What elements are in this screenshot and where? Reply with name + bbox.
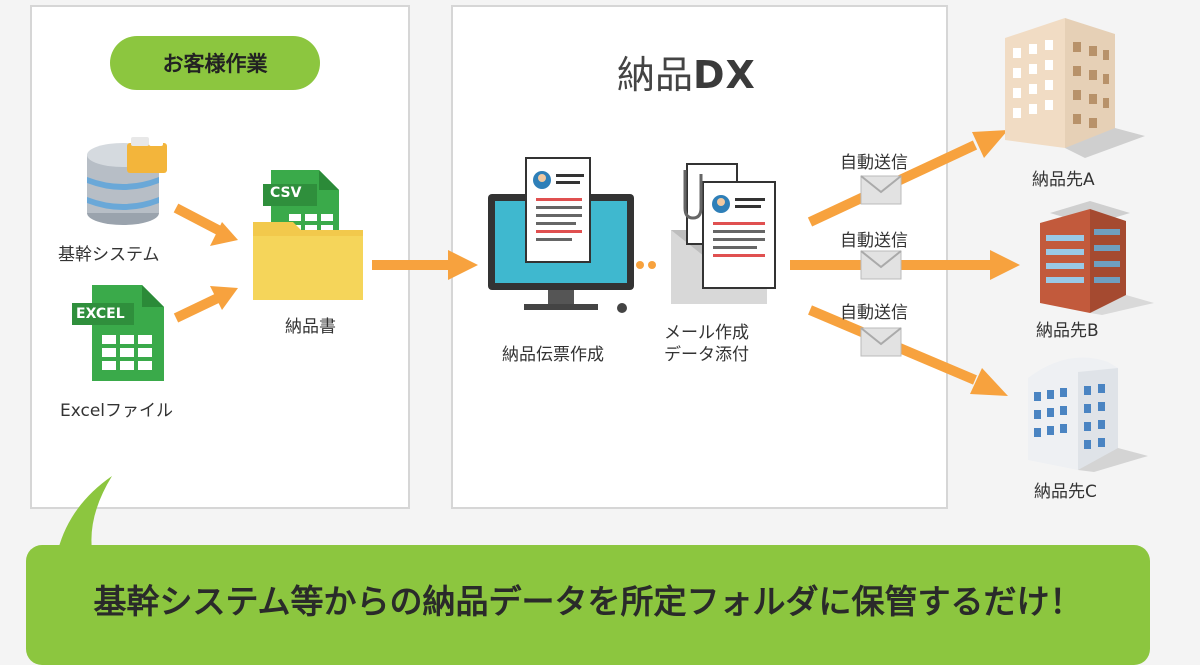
delivery-dx-logo: 納品DX — [617, 44, 756, 99]
excel-file-label: Excelファイル — [60, 401, 174, 421]
footer-speech-bubble — [26, 545, 1150, 665]
delivery-note-label: 納品書 — [285, 317, 336, 337]
mail-icon — [860, 327, 902, 357]
monitor-document-icon — [488, 157, 634, 313]
csv-folder-icon — [253, 170, 363, 300]
speech-bubble-tail — [58, 476, 112, 550]
destination-c-label: 納品先C — [1034, 482, 1097, 502]
brand-prefix: 納品 — [617, 53, 694, 97]
building-a-icon — [1005, 18, 1145, 158]
core-system-label: 基幹システム — [58, 245, 160, 265]
mail-attachment-icon — [671, 163, 776, 304]
auto-send-label-b: 自動送信 — [840, 231, 908, 251]
arrow-folder-to-dx — [372, 250, 478, 280]
building-c-icon — [1028, 357, 1148, 472]
destination-a-label: 納品先A — [1032, 170, 1095, 190]
mail-icon — [860, 250, 902, 280]
auto-send-label-a: 自動送信 — [840, 153, 908, 173]
building-b-icon — [1040, 201, 1154, 315]
arrow-system-to-folder — [173, 203, 238, 246]
auto-send-label-c: 自動送信 — [840, 303, 908, 323]
create-slip-label: 納品伝票作成 — [502, 345, 604, 365]
excel-badge: EXCEL — [76, 306, 125, 322]
brand-suffix: DX — [693, 53, 756, 97]
destination-b-label: 納品先B — [1036, 321, 1099, 341]
customer-work-header: お客様作業 — [110, 36, 320, 90]
arrow-excel-to-folder — [173, 286, 238, 323]
csv-badge: CSV — [270, 185, 302, 201]
database-icon — [87, 137, 167, 225]
dotted-connector — [636, 261, 656, 269]
mail-line1-label: メール作成 — [664, 323, 749, 343]
excel-file-icon — [72, 285, 164, 381]
mail-icon — [860, 175, 902, 205]
footer-message: 基幹システム等からの納品データを所定フォルダに保管するだけ！ — [93, 582, 1083, 621]
mail-line2-label: データ添付 — [664, 345, 749, 365]
